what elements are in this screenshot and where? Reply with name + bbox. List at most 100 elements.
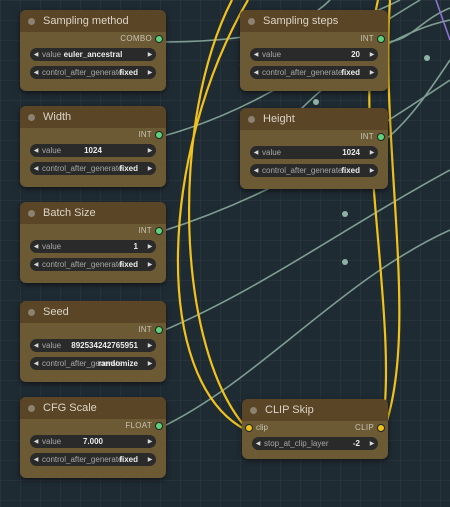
reroute-dot	[342, 211, 348, 217]
arrow-right-icon[interactable]: ▶	[147, 343, 153, 349]
output-label: CLIP	[355, 423, 374, 432]
arrow-left-icon[interactable]: ◀	[33, 439, 39, 445]
output-port[interactable]	[377, 133, 385, 141]
output-row: FLOAT	[20, 419, 166, 435]
widget-label: stop_at_clip_layer	[264, 439, 329, 448]
arrow-left-icon[interactable]: ◀	[253, 168, 259, 174]
node-height[interactable]: Height INT ◀ value 1024 ▶ ◀ control_afte…	[240, 108, 388, 189]
arrow-right-icon[interactable]: ▶	[369, 150, 375, 156]
output-port[interactable]	[155, 35, 163, 43]
arrow-left-icon[interactable]: ◀	[33, 361, 39, 367]
node-collapse-dot-icon[interactable]	[28, 209, 35, 217]
value-widget[interactable]: ◀ value 20 ▶	[250, 48, 378, 61]
arrow-left-icon[interactable]: ◀	[33, 262, 39, 268]
control-after-generate-widget[interactable]: ◀ control_after_generate randomize ▶	[30, 357, 156, 370]
arrow-left-icon[interactable]: ◀	[33, 70, 39, 76]
arrow-right-icon[interactable]: ▶	[369, 441, 375, 447]
wire-clip-left	[176, 0, 249, 431]
arrow-left-icon[interactable]: ◀	[253, 52, 259, 58]
node-batch-size[interactable]: Batch Size INT ◀ value 1 ▶ ◀ control_aft…	[20, 202, 166, 283]
node-collapse-dot-icon[interactable]	[248, 17, 255, 25]
output-label: INT	[360, 132, 374, 141]
node-header[interactable]: Seed	[20, 301, 166, 323]
output-row: COMBO	[20, 32, 166, 48]
value-widget[interactable]: ◀ value 892534242765951 ▶	[30, 339, 156, 352]
widget-label: value	[42, 242, 62, 251]
widget-label: value	[42, 50, 62, 59]
node-width[interactable]: Width INT ◀ value 1024 ▶ ◀ control_after…	[20, 106, 166, 187]
output-label: INT	[138, 325, 152, 334]
widget-label: value	[42, 437, 62, 446]
node-title: Width	[43, 111, 72, 123]
node-collapse-dot-icon[interactable]	[28, 113, 35, 121]
wire-height	[384, 59, 450, 141]
arrow-right-icon[interactable]: ▶	[147, 70, 153, 76]
output-label: INT	[138, 226, 152, 235]
output-label: FLOAT	[125, 421, 152, 430]
node-header[interactable]: Batch Size	[20, 202, 166, 224]
input-port-clip[interactable]	[245, 424, 253, 432]
output-port[interactable]	[377, 35, 385, 43]
value-widget[interactable]: ◀ value 1 ▶	[30, 240, 156, 253]
node-header[interactable]: Sampling method	[20, 10, 166, 32]
arrow-left-icon[interactable]: ◀	[253, 70, 259, 76]
arrow-left-icon[interactable]: ◀	[253, 150, 259, 156]
node-sampling-steps[interactable]: Sampling steps INT ◀ value 20 ▶ ◀ contro…	[240, 10, 388, 91]
arrow-left-icon[interactable]: ◀	[33, 343, 39, 349]
arrow-right-icon[interactable]: ▶	[147, 148, 153, 154]
arrow-right-icon[interactable]: ▶	[147, 361, 153, 367]
control-after-generate-widget[interactable]: ◀ control_after_generate fixed ▶	[250, 164, 378, 177]
arrow-right-icon[interactable]: ▶	[369, 52, 375, 58]
arrow-left-icon[interactable]: ◀	[33, 148, 39, 154]
arrow-left-icon[interactable]: ◀	[33, 457, 39, 463]
node-collapse-dot-icon[interactable]	[248, 115, 255, 123]
node-header[interactable]: Sampling steps	[240, 10, 388, 32]
arrow-right-icon[interactable]: ▶	[147, 52, 153, 58]
value-widget[interactable]: ◀ value 1024 ▶	[250, 146, 378, 159]
arrow-left-icon[interactable]: ◀	[33, 244, 39, 250]
node-header[interactable]: Height	[240, 108, 388, 130]
arrow-left-icon[interactable]: ◀	[33, 52, 39, 58]
arrow-right-icon[interactable]: ▶	[147, 262, 153, 268]
value-widget[interactable]: ◀ value 1024 ▶	[30, 144, 156, 157]
output-label: COMBO	[120, 34, 152, 43]
node-seed[interactable]: Seed INT ◀ value 892534242765951 ▶ ◀ con…	[20, 301, 166, 382]
control-after-generate-widget[interactable]: ◀ control_after_generate fixed ▶	[250, 66, 378, 79]
control-after-generate-widget[interactable]: ◀ control_after_generate fixed ▶	[30, 258, 156, 271]
arrow-right-icon[interactable]: ▶	[369, 168, 375, 174]
output-port-clip[interactable]	[377, 424, 385, 432]
arrow-right-icon[interactable]: ▶	[147, 457, 153, 463]
arrow-right-icon[interactable]: ▶	[147, 166, 153, 172]
node-header[interactable]: CLIP Skip	[242, 399, 388, 421]
node-sampling-method[interactable]: Sampling method COMBO ◀ value euler_ance…	[20, 10, 166, 91]
control-after-generate-widget[interactable]: ◀ control_after_generate fixed ▶	[30, 162, 156, 175]
wire-steps	[384, 7, 450, 43]
arrow-left-icon[interactable]: ◀	[33, 166, 39, 172]
widget-label: value	[42, 146, 62, 155]
output-port[interactable]	[155, 227, 163, 235]
node-header[interactable]: CFG Scale	[20, 397, 166, 419]
node-title: Sampling method	[43, 15, 129, 27]
value-widget[interactable]: ◀ value euler_ancestral ▶	[30, 48, 156, 61]
value-widget[interactable]: ◀ value 7.000 ▶	[30, 435, 156, 448]
node-clip-skip[interactable]: CLIP Skip clip CLIP ◀ stop_at_clip_layer…	[242, 399, 388, 459]
node-collapse-dot-icon[interactable]	[28, 308, 35, 316]
node-title: Seed	[43, 306, 69, 318]
arrow-right-icon[interactable]: ▶	[369, 70, 375, 76]
stop-at-clip-layer-widget[interactable]: ◀ stop_at_clip_layer -2 ▶	[252, 437, 378, 450]
control-after-generate-widget[interactable]: ◀ control_after_generate fixed ▶	[30, 66, 156, 79]
node-collapse-dot-icon[interactable]	[250, 406, 257, 414]
output-port[interactable]	[155, 326, 163, 334]
arrow-left-icon[interactable]: ◀	[255, 441, 261, 447]
node-header[interactable]: Width	[20, 106, 166, 128]
node-cfg-scale[interactable]: CFG Scale FLOAT ◀ value 7.000 ▶ ◀ contro…	[20, 397, 166, 478]
arrow-right-icon[interactable]: ▶	[147, 439, 153, 445]
arrow-right-icon[interactable]: ▶	[147, 244, 153, 250]
node-collapse-dot-icon[interactable]	[28, 17, 35, 25]
output-label: INT	[138, 130, 152, 139]
wire-seed	[159, 169, 450, 333]
output-port[interactable]	[155, 422, 163, 430]
control-after-generate-widget[interactable]: ◀ control_after_generate fixed ▶	[30, 453, 156, 466]
output-port[interactable]	[155, 131, 163, 139]
node-collapse-dot-icon[interactable]	[28, 404, 35, 412]
